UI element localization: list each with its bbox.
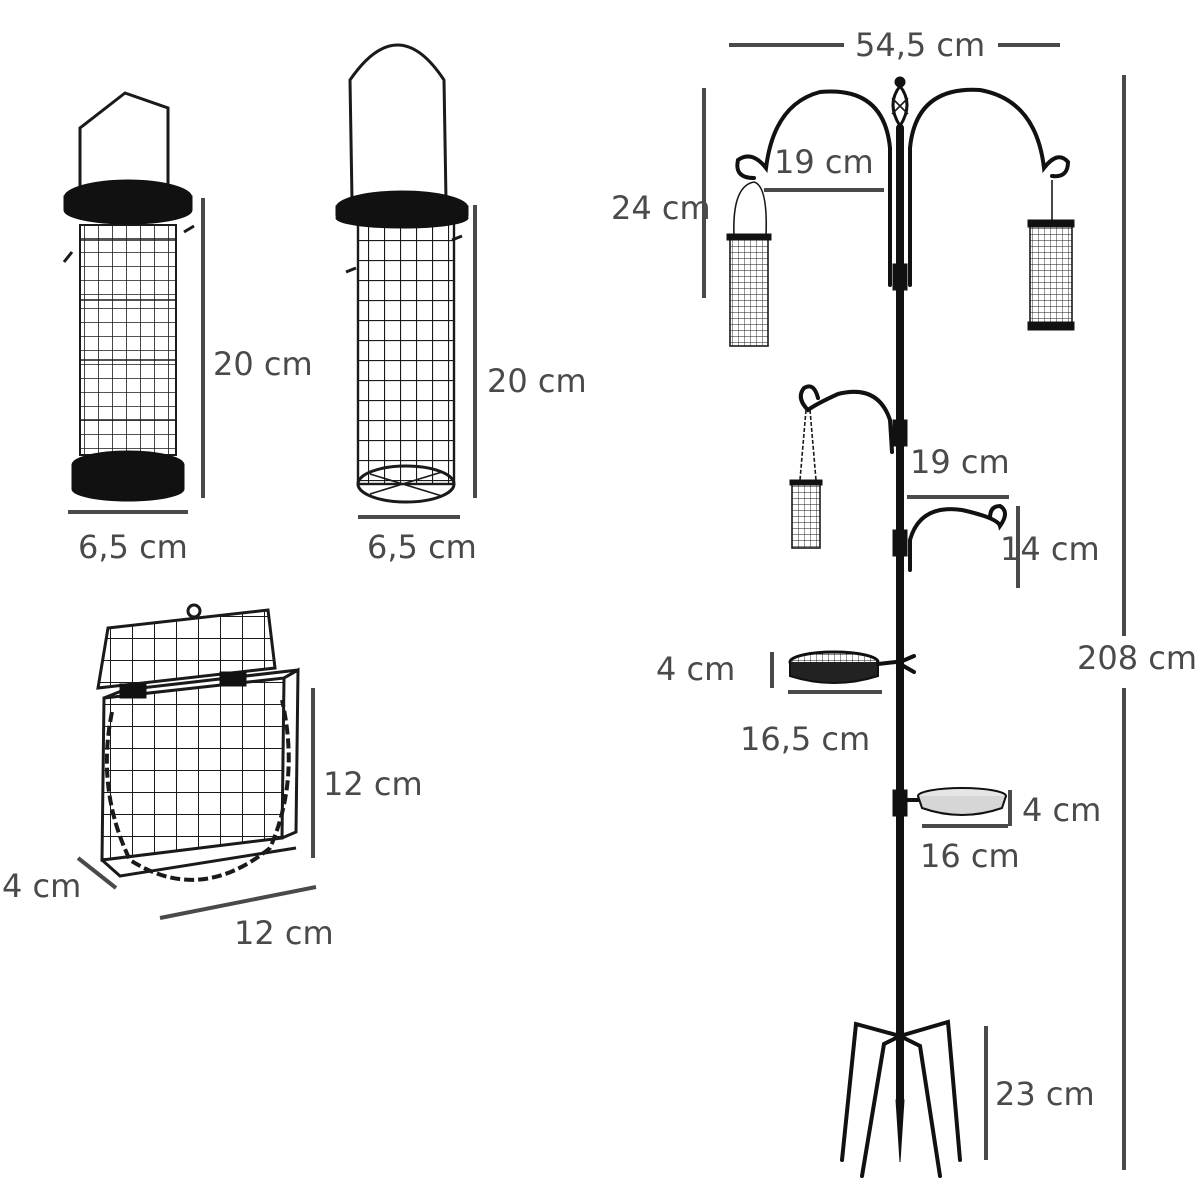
feeder2-diameter-label: 6,5 cm xyxy=(367,528,477,566)
suet-width-label: 12 cm xyxy=(234,914,334,952)
feeder1-diameter-label: 6,5 cm xyxy=(78,528,188,566)
suet-width-line xyxy=(159,885,317,920)
seed-feeder-solid-base xyxy=(62,91,195,502)
upper-hook-height-label: 24 cm xyxy=(611,189,711,227)
small-hook-height-label: 14 cm xyxy=(1000,530,1100,568)
mesh-tray xyxy=(788,650,916,684)
suet-height-label: 12 cm xyxy=(323,765,423,803)
total-height-label: 208 cm xyxy=(1077,639,1197,677)
feeder1-height-label: 20 cm xyxy=(213,345,313,383)
water-dish xyxy=(902,787,1007,816)
feeder2-height-label: 20 cm xyxy=(487,362,587,400)
hanging-feeder-right xyxy=(1027,180,1075,331)
suet-depth-line xyxy=(76,856,118,890)
hanging-feeder-middle xyxy=(789,409,823,549)
water-dish-height-label: 4 cm xyxy=(1022,791,1101,829)
upper-hook-length-label: 19 cm xyxy=(774,143,874,181)
hanging-feeder-left xyxy=(726,181,772,347)
seed-feeder-mesh xyxy=(335,43,469,504)
upper-left-hook xyxy=(735,89,892,287)
small-right-hook xyxy=(908,503,1007,572)
suet-depth-label: 4 cm xyxy=(2,867,81,905)
middle-hook-length-label: 19 cm xyxy=(910,443,1010,481)
mesh-tray-height-label: 4 cm xyxy=(656,650,735,688)
suet-cage xyxy=(96,603,300,882)
stake-height-label: 23 cm xyxy=(995,1075,1095,1113)
water-dish-diameter-label: 16 cm xyxy=(920,837,1020,875)
middle-left-hook xyxy=(798,384,894,454)
upper-right-hook xyxy=(908,87,1071,287)
mesh-tray-diameter-label: 16,5 cm xyxy=(740,720,870,758)
feeding-station-pole xyxy=(840,76,962,1178)
top-width-label: 54,5 cm xyxy=(855,26,985,64)
